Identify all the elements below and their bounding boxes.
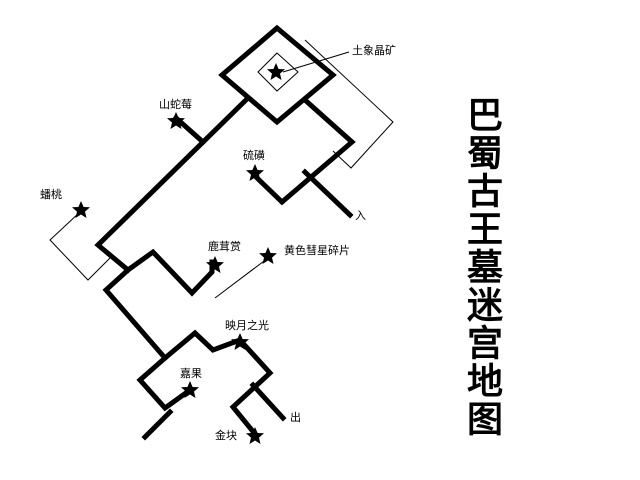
- outline-huixing: [214, 257, 269, 299]
- label-huixing: 黄色彗星碎片: [284, 244, 350, 257]
- label-jinkuai: 金块: [215, 429, 237, 442]
- label-liuhuang: 硫磺: [243, 149, 265, 162]
- label-yingyue: 映月之光: [225, 319, 269, 332]
- corridor-upper-left: [94, 94, 252, 274]
- star-icon: [246, 427, 264, 444]
- label-fantao: 蟠桃: [40, 188, 62, 201]
- outline-right: [304, 39, 394, 169]
- star-icon: [267, 63, 285, 80]
- star-icon: [231, 333, 249, 350]
- star-icon: [72, 201, 90, 218]
- corridor-exit: [249, 381, 287, 422]
- treasure-room-outer: [218, 24, 337, 126]
- corridor-jiaguo: [136, 354, 194, 412]
- label-lurongshang: 鹿茸赏: [208, 240, 241, 253]
- corridor-right: [251, 96, 356, 206]
- corridor-entrance: [301, 168, 354, 219]
- label-tuxiang: 土象晶矿: [352, 44, 396, 57]
- corridor-lower-right: [229, 336, 274, 438]
- label-exit: 出: [290, 411, 301, 424]
- corridor-lower: [161, 329, 244, 362]
- star-icon: [259, 247, 277, 264]
- star-icon: [246, 164, 264, 181]
- corridor-lower-left: [102, 266, 169, 362]
- corridor-bottom-left: [141, 408, 174, 441]
- star-icon: [206, 256, 224, 273]
- pointer-tuxiang: [282, 51, 350, 73]
- star-icon: [167, 112, 185, 129]
- label-jiaguo: 嘉果: [180, 367, 202, 380]
- label-entrance: 入: [355, 209, 366, 222]
- map-title: 巴蜀古王墓迷宫地图: [461, 96, 503, 438]
- outline-fantao: [49, 211, 111, 281]
- star-icon: [181, 381, 199, 398]
- corridor-middle: [124, 248, 215, 297]
- treasure-room-inner: [257, 52, 299, 92]
- label-shanshemei: 山蛇莓: [159, 98, 192, 111]
